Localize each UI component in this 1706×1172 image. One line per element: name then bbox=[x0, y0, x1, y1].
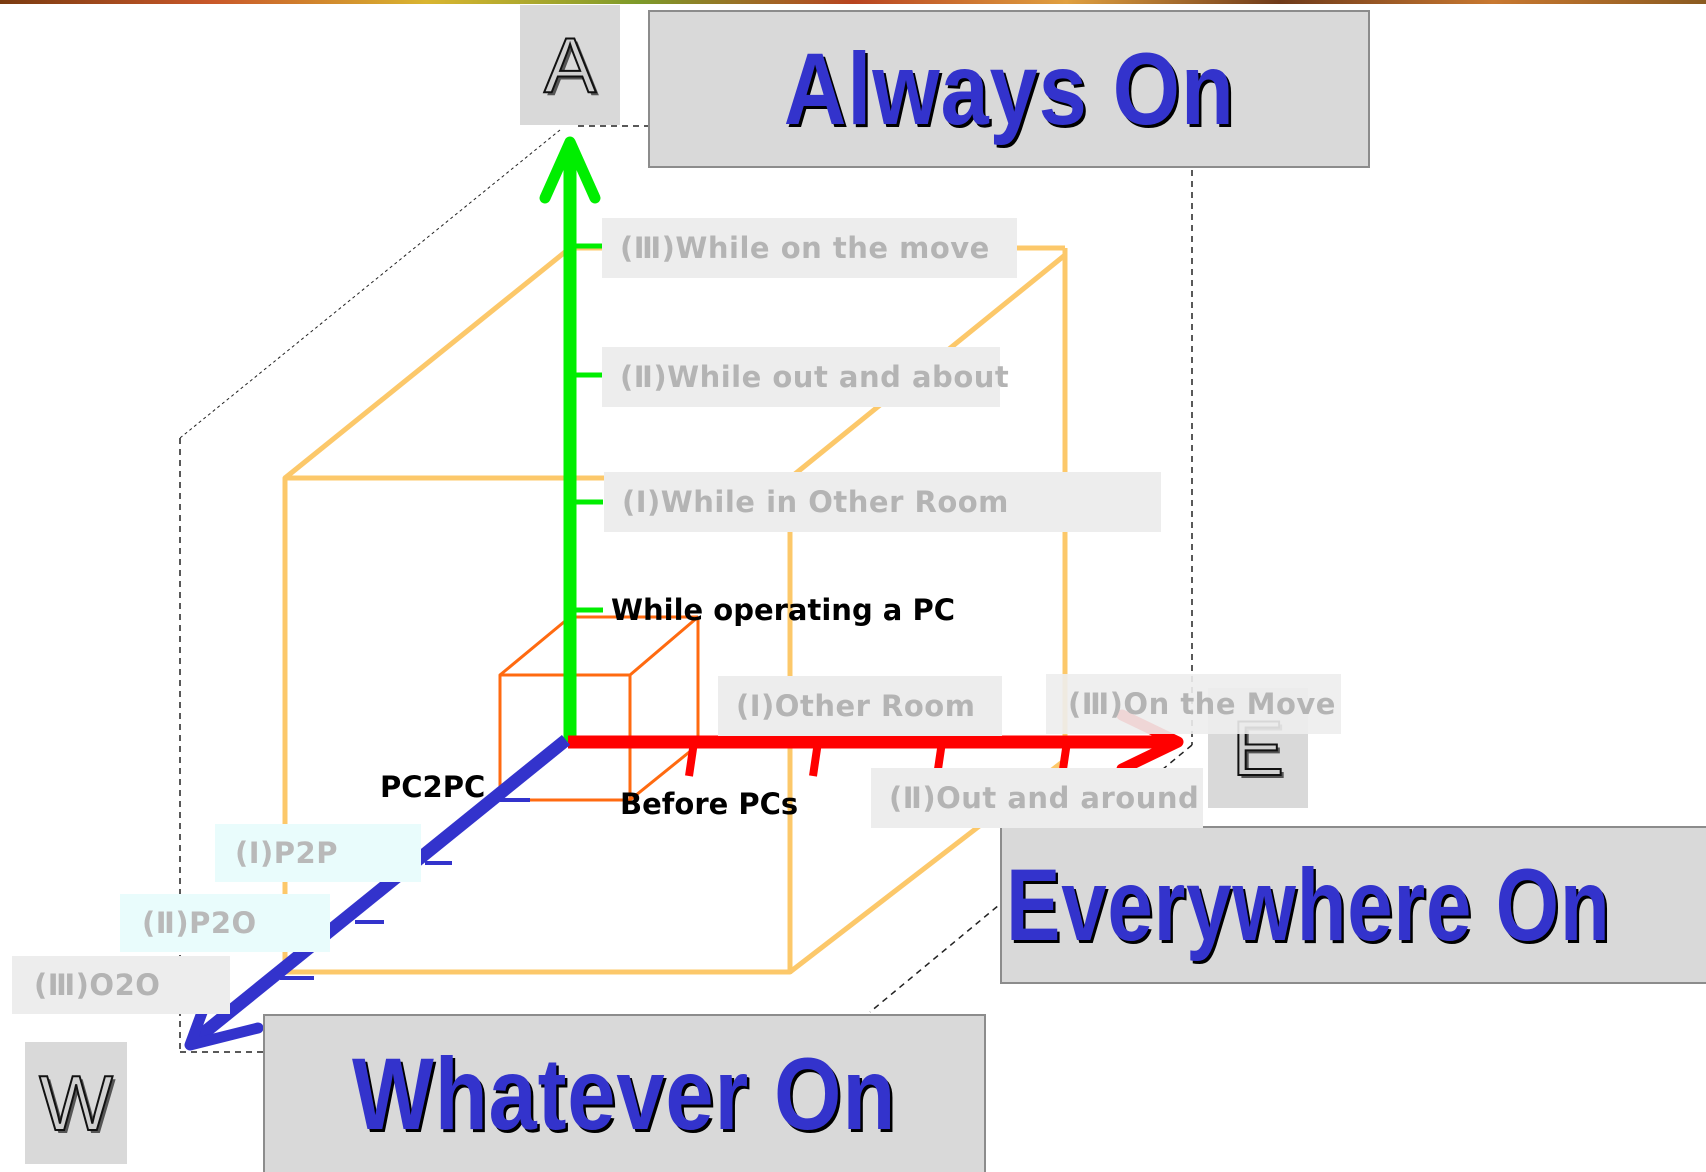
everywhere-level-0-label: Before PCs bbox=[620, 787, 799, 821]
always-on-title-box: Always On bbox=[648, 10, 1370, 168]
whatever-level-2-label: (Ⅱ)P2O bbox=[120, 894, 330, 952]
always-axis bbox=[539, 136, 603, 742]
everywhere-on-title: Everywhere On bbox=[1006, 847, 1611, 962]
whatever-on-title-box: Whatever On bbox=[263, 1014, 986, 1172]
always-level-2-label: (Ⅱ)While out and about bbox=[602, 347, 1009, 407]
whatever-on-title: Whatever On bbox=[352, 1036, 897, 1151]
everywhere-on-title-box: Everywhere On bbox=[1000, 826, 1706, 984]
everywhere-level-1-label: (Ⅰ)Other Room bbox=[718, 676, 1002, 736]
whatever-level-3-label: (Ⅲ)O2O bbox=[12, 956, 230, 1014]
always-level-1-label: (Ⅰ)While in Other Room bbox=[604, 472, 1161, 532]
axis-letter-a: A bbox=[520, 5, 620, 125]
whatever-axis-ticks bbox=[280, 798, 530, 980]
whatever-axis bbox=[184, 734, 571, 1051]
decorative-top-strip bbox=[0, 0, 1706, 4]
whatever-level-0-label: PC2PC bbox=[380, 770, 486, 804]
always-level-0-label: While operating a PC bbox=[611, 593, 956, 627]
whatever-level-1-label: (Ⅰ)P2P bbox=[215, 824, 421, 882]
everywhere-level-2-label: (Ⅱ)Out and around bbox=[871, 768, 1203, 828]
everywhere-tick bbox=[685, 741, 698, 777]
everywhere-tick bbox=[809, 741, 822, 777]
always-level-3-label: (Ⅲ)While on the move bbox=[602, 218, 1017, 278]
always-axis-ticks bbox=[570, 243, 603, 613]
small-cube bbox=[498, 615, 700, 802]
always-on-title: Always On bbox=[783, 31, 1235, 146]
axis-letter-w: W bbox=[25, 1042, 127, 1164]
everywhere-level-3-label: (Ⅲ)On the Move bbox=[1046, 674, 1341, 734]
guide-line-a-to-back bbox=[179, 129, 561, 439]
